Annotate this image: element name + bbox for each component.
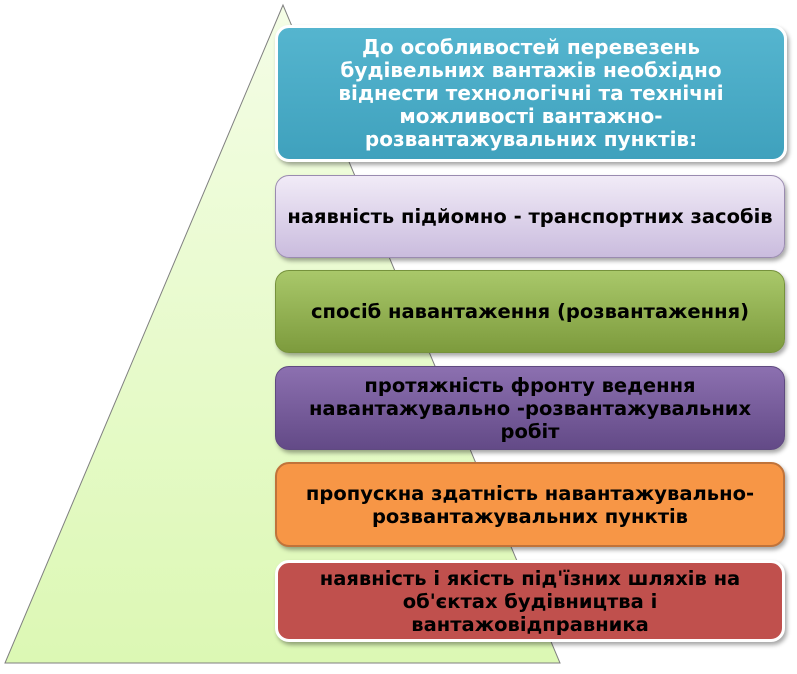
title-text: До особливостей перевезень будівельних в… xyxy=(338,35,724,151)
item-box-front-length: протяжність фронту ведення навантажуваль… xyxy=(275,366,785,450)
item-text: наявність підйомно - транспортних засобі… xyxy=(287,205,773,228)
item-box-loading-method: спосіб навантаження (розвантаження) xyxy=(275,270,785,353)
title-box: До особливостей перевезень будівельних в… xyxy=(275,25,787,162)
item-text: пропускна здатність навантажувально-розв… xyxy=(305,481,755,528)
item-box-access-roads: наявність і якість під'їзних шляхів на о… xyxy=(275,560,785,642)
item-text: наявність і якість під'їзних шляхів на о… xyxy=(319,566,741,636)
item-text: спосіб навантаження (розвантаження) xyxy=(310,300,750,323)
item-box-throughput: пропускна здатність навантажувально-розв… xyxy=(275,462,785,547)
item-text: протяжність фронту ведення навантажуваль… xyxy=(308,373,752,443)
item-box-lifting-transport: наявність підйомно - транспортних засобі… xyxy=(275,175,785,258)
